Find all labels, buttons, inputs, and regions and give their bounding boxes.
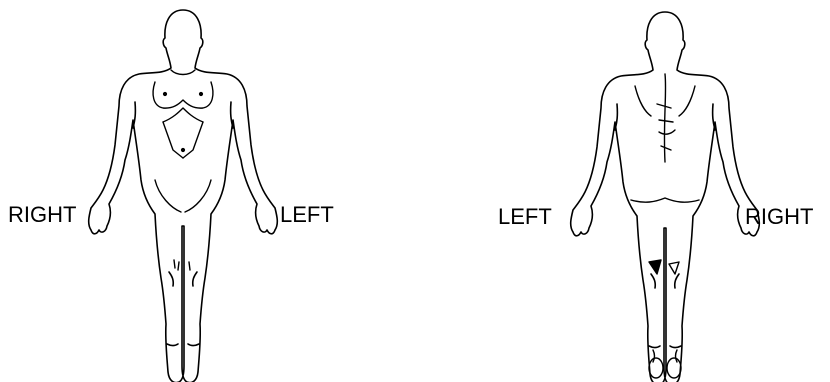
front-right-side-label: RIGHT <box>8 202 77 227</box>
front-left-side-label: LEFT <box>280 202 334 227</box>
back-right-side-label: RIGHT <box>745 204 814 229</box>
back-left-side-label: LEFT <box>498 204 552 229</box>
front-body-outline <box>87 9 279 382</box>
back-body-outline <box>569 11 761 382</box>
